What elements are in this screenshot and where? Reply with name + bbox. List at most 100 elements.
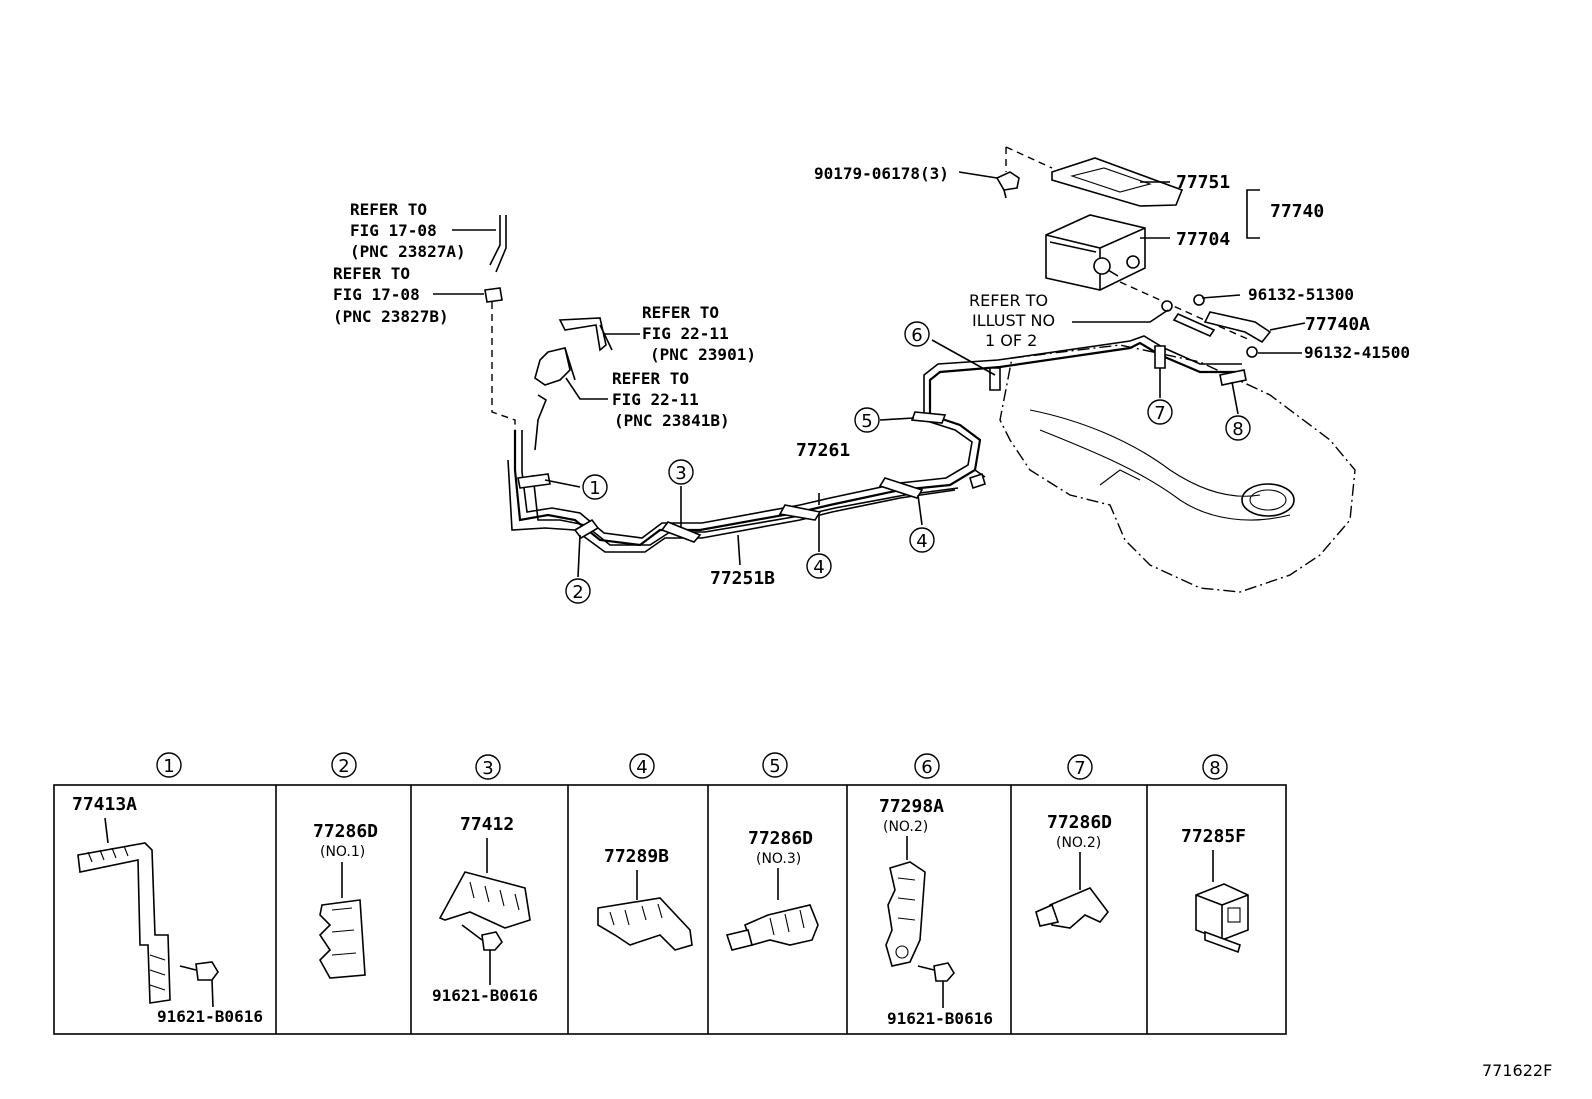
svg-text:4: 4 (636, 757, 647, 778)
svg-text:77413A: 77413A (72, 794, 137, 815)
detail-panels-frame (53, 784, 1287, 1035)
svg-text:77289B: 77289B (604, 846, 669, 867)
part-label-77261: 77261 (796, 440, 850, 461)
svg-text:(NO.2): (NO.2) (883, 819, 928, 835)
svg-text:4: 4 (916, 531, 927, 552)
svg-text:77286D: 77286D (1047, 812, 1112, 833)
svg-text:FIG 22-11: FIG 22-11 (612, 390, 699, 409)
panel-index-6: 6 (914, 753, 940, 779)
svg-text:7: 7 (1154, 403, 1165, 424)
svg-text:(PNC 23827A): (PNC 23827A) (350, 242, 466, 261)
svg-text:FIG 17-08: FIG 17-08 (350, 221, 437, 240)
svg-text:91621-B0616: 91621-B0616 (157, 1007, 263, 1026)
filler-pipe-connectors (484, 215, 613, 386)
svg-text:91621-B0616: 91621-B0616 (432, 986, 538, 1005)
svg-text:1: 1 (163, 756, 174, 777)
figure-code: 771622F (1482, 1061, 1552, 1080)
guide-line (1005, 146, 1053, 169)
svg-text:2: 2 (572, 582, 583, 603)
svg-text:(PNC 23841B): (PNC 23841B) (614, 411, 730, 430)
part-label-77740A: 77740A (1305, 314, 1370, 335)
panel-8-part: 77285F (1181, 826, 1249, 954)
svg-text:REFER TO: REFER TO (350, 200, 427, 219)
refer-17-08-b: REFER TO FIG 17-08 (PNC 23827B) (333, 264, 449, 326)
svg-text:(NO.1): (NO.1) (320, 844, 365, 860)
panel-7-part: 77286D (NO.2) (1035, 812, 1112, 929)
index-callout-6: 6 (904, 321, 930, 347)
index-callout-1: 1 (582, 474, 608, 500)
panel-index-8: 8 (1202, 754, 1228, 780)
part-label-77251B: 77251B (710, 568, 775, 589)
panel-6-part: 77298A (NO.2) 91621-B0616 (879, 796, 993, 1028)
svg-text:(PNC 23901): (PNC 23901) (650, 345, 756, 364)
canister-bracket (1051, 157, 1184, 207)
svg-text:3: 3 (482, 758, 493, 779)
index-callout-7: 7 (1147, 399, 1173, 425)
part-label-77751: 77751 (1176, 172, 1230, 193)
refer-17-08-a: REFER TO FIG 17-08 (PNC 23827A) (350, 200, 466, 261)
svg-text:8: 8 (1232, 419, 1243, 440)
panel-index-7: 7 (1067, 754, 1093, 780)
svg-text:7: 7 (1074, 758, 1085, 779)
panel-3-part: 77412 91621-B0616 (432, 814, 538, 1005)
guide-line (491, 302, 516, 440)
panel-index-2: 2 (331, 752, 357, 778)
panel-2-part: 77286D (NO.1) (313, 821, 378, 979)
svg-text:6: 6 (921, 757, 932, 778)
refer-22-11-a: REFER TO FIG 22-11 (PNC 23901) (642, 303, 756, 364)
index-callout-2: 2 (565, 578, 591, 604)
svg-text:(NO.3): (NO.3) (756, 851, 801, 867)
part-label-96132-51300: 96132-51300 (1248, 285, 1354, 304)
svg-text:1 OF 2: 1 OF 2 (985, 331, 1037, 350)
part-label-96132-41500: 96132-41500 (1304, 343, 1410, 362)
panel-index-1: 1 (156, 752, 182, 778)
part-label-77740: 77740 (1270, 201, 1324, 222)
svg-text:4: 4 (813, 557, 824, 578)
guide-line (1119, 281, 1251, 341)
refer-22-11-b: REFER TO FIG 22-11 (PNC 23841B) (612, 369, 730, 430)
svg-text:5: 5 (769, 756, 780, 777)
svg-text:77298A: 77298A (879, 796, 944, 817)
svg-text:REFER TO: REFER TO (333, 264, 410, 283)
svg-text:77412: 77412 (460, 814, 514, 835)
panel-index-3: 3 (475, 754, 501, 780)
canister-hose (1161, 294, 1272, 358)
svg-text:REFER TO: REFER TO (969, 291, 1048, 310)
svg-text:FIG 17-08: FIG 17-08 (333, 285, 420, 304)
svg-text:ILLUST NO: ILLUST NO (972, 311, 1055, 330)
panel-index-4: 4 (629, 753, 655, 779)
panel-index-5: 5 (762, 752, 788, 778)
panel-4-part: 77289B (597, 846, 693, 951)
svg-text:(PNC 23827B): (PNC 23827B) (333, 307, 449, 326)
part-label-77704: 77704 (1176, 229, 1230, 250)
panel-5-part: 77286D (NO.3) (725, 828, 819, 951)
line-clips (517, 345, 1247, 543)
index-callout-5: 5 (854, 407, 880, 433)
mounting-nut (995, 171, 1020, 199)
panel-1-part: 77413A 91621-B0616 (72, 794, 263, 1026)
svg-text:2: 2 (338, 756, 349, 777)
svg-text:REFER TO: REFER TO (642, 303, 719, 322)
svg-text:3: 3 (675, 463, 686, 484)
svg-text:77286D: 77286D (748, 828, 813, 849)
fuel-lines (507, 335, 1242, 553)
svg-text:FIG 22-11: FIG 22-11 (642, 324, 729, 343)
svg-text:77286D: 77286D (313, 821, 378, 842)
svg-text:8: 8 (1209, 758, 1220, 779)
charcoal-canister (1045, 214, 1146, 291)
svg-text:6: 6 (911, 325, 922, 346)
index-callout-4: 4 (806, 553, 832, 579)
index-callout-3: 3 (668, 459, 694, 485)
svg-text:91621-B0616: 91621-B0616 (887, 1009, 993, 1028)
leader-lines (433, 171, 1306, 578)
svg-text:77285F: 77285F (1181, 826, 1246, 847)
index-callout-8: 8 (1225, 415, 1251, 441)
svg-text:(NO.2): (NO.2) (1056, 835, 1101, 851)
svg-text:REFER TO: REFER TO (612, 369, 689, 388)
part-label-90179: 90179-06178(3) (814, 164, 949, 183)
svg-text:1: 1 (589, 478, 600, 499)
svg-text:5: 5 (861, 411, 872, 432)
index-callout-4: 4 (909, 527, 935, 553)
fuel-tank-outline (999, 344, 1356, 593)
